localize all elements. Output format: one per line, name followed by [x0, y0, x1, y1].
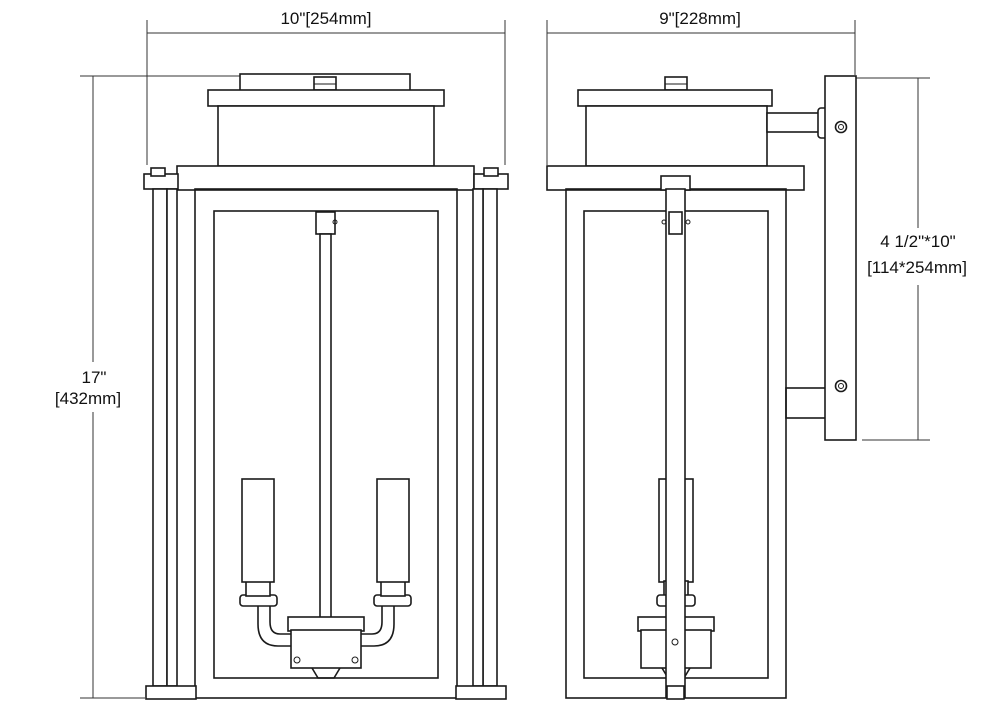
side-roof-box — [585, 105, 768, 167]
front-left-cap-nut — [150, 167, 166, 177]
width-dimension-side — [546, 20, 856, 165]
backplate-label-line2: [114*254mm] — [867, 258, 967, 277]
backplate-dimension — [855, 77, 930, 441]
width-dimension-front — [146, 20, 506, 165]
side-hanging-rod — [665, 188, 686, 698]
height-label-line1: 17" — [82, 368, 107, 387]
backplate-top-screw — [834, 120, 848, 134]
side-upper-arm — [766, 112, 822, 133]
front-left-post — [152, 188, 168, 687]
front-rod-cap — [315, 211, 336, 235]
front-right-arm-outer — [361, 606, 395, 647]
side-rod-foot — [666, 685, 685, 700]
front-right-cap-nut — [483, 167, 499, 177]
side-rod-top-clip — [660, 175, 691, 191]
side-view — [546, 75, 857, 700]
width-label-front: 10"[254mm] — [280, 9, 371, 28]
front-left-arm-inner — [269, 606, 291, 635]
front-right-candle-sleeve — [376, 478, 410, 583]
width-label-side: 9"[228mm] — [659, 9, 741, 28]
front-upper-roof — [207, 89, 445, 107]
backplate-label-line1: 4 1/2"*10" — [880, 232, 955, 251]
front-view — [143, 73, 509, 700]
side-rod-cap — [668, 211, 683, 235]
front-outer-frame — [194, 188, 458, 699]
front-right-foot — [455, 685, 507, 700]
side-lower-arm — [785, 387, 829, 419]
height-label-line2: [432mm] — [55, 389, 121, 408]
front-left-candle-socket — [245, 580, 271, 597]
front-right-arm-inner — [361, 606, 383, 635]
backplate-bottom-screw — [834, 379, 848, 393]
front-left-post-inner — [166, 188, 178, 687]
front-right-post-inner — [472, 188, 484, 687]
front-left-arm-outer — [257, 606, 291, 647]
side-backplate — [824, 75, 857, 441]
front-left-foot — [145, 685, 197, 700]
front-cluster-top — [287, 616, 365, 632]
front-roof-band — [176, 165, 475, 191]
front-roof-box — [217, 105, 435, 167]
front-right-post — [482, 188, 498, 687]
front-left-candle-sleeve — [241, 478, 275, 583]
front-center-rod — [319, 233, 332, 619]
front-right-candle-socket — [380, 580, 406, 597]
height-dimension — [80, 75, 240, 699]
front-cluster-body — [290, 629, 362, 669]
side-upper-roof — [577, 89, 773, 107]
front-cluster-finial — [311, 667, 341, 679]
